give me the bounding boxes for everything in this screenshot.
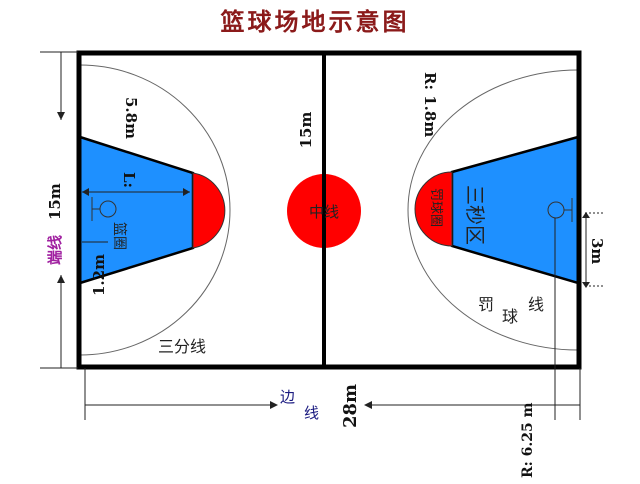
dimension-arrows [57,112,590,409]
label-28m: 28m [340,384,361,428]
label-hoop: 篮圈 [111,222,127,250]
diagram-title: 篮球场地示意图 [220,7,410,36]
label-center-15m: 15m [297,112,315,149]
label-side-line-2: 线 [304,404,319,422]
free-throw-circle-right [414,171,453,247]
label-ft-radius: R: 1.8m [421,72,439,137]
hoop-left-icon [91,197,117,221]
label-end-line: 端线 [46,235,64,265]
label-ft-line-3: 线 [528,295,544,314]
three-point-arc-left [79,64,231,356]
label-side-line-1: 边 [280,388,295,406]
label-three-point-line: 三分线 [158,337,206,356]
label-1.2m: 1.2m [90,254,108,296]
label-ft-line-2: 球 [502,307,518,326]
label-3m: 3m [588,238,606,264]
label-center-line: 中线 [309,203,339,221]
label-three-second-area: 三秒区 [463,185,487,245]
dimension-lines [40,51,605,420]
label-ft-line-1: 罚 [478,295,494,314]
court-boundary [76,50,582,370]
label-three-point-radius: R: 6.25 m [520,402,536,478]
label-key-length: L: [120,172,138,188]
hoop-right-icon [547,198,573,222]
label-5.8m: 5.8m [122,97,140,139]
free-throw-circle-left [192,172,226,249]
label-ft-circle: 罚球圈 [428,188,443,227]
three-point-arc-right [407,69,579,351]
label-end-15m: 15m [46,183,64,220]
